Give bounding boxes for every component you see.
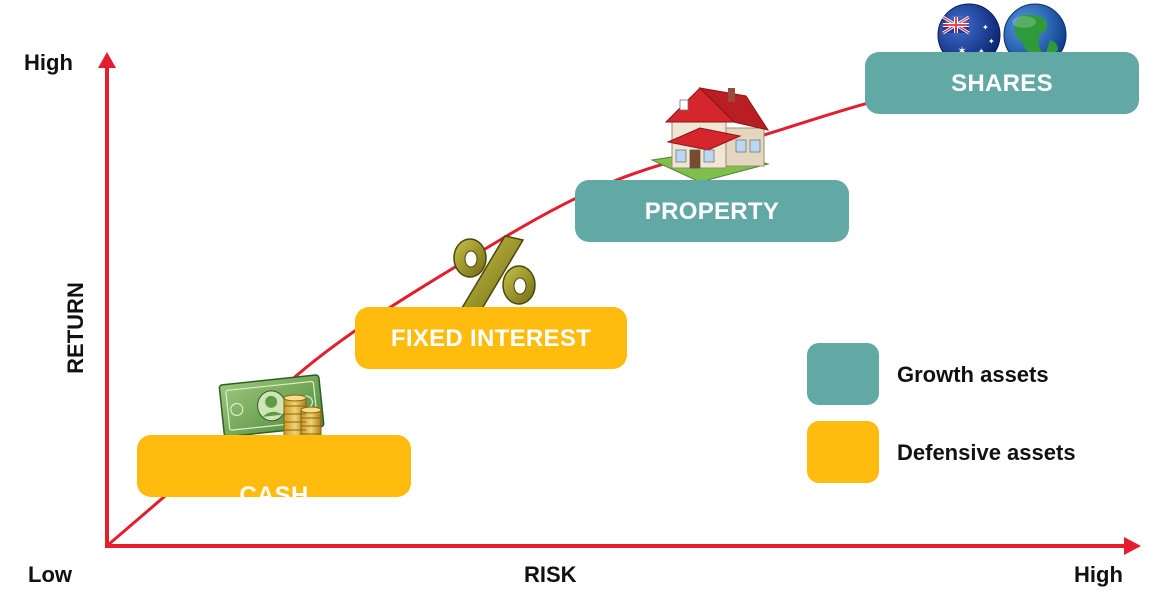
y-axis-arrow-icon <box>98 52 116 68</box>
asset-label-fixed-interest: FIXED INTEREST <box>390 325 592 352</box>
percent-icon <box>453 235 536 313</box>
australia-flag-globe-icon: ✶ ✦ ✦ ✦ <box>937 3 1001 67</box>
asset-label-shares: SHARES <box>951 70 1053 97</box>
svg-text:✦: ✦ <box>978 47 985 56</box>
earth-globe-icon <box>1003 3 1067 67</box>
legend-label-defensive: Defensive assets <box>897 440 1076 465</box>
x-axis-arrow-icon <box>1124 537 1141 555</box>
asset-box-cash: CASH <box>137 435 411 509</box>
asset-box-fixed-interest: FIXED INTEREST <box>355 307 627 369</box>
svg-text:✦: ✦ <box>982 23 989 32</box>
asset-label-property: PROPERTY <box>644 198 780 225</box>
x-axis-high-label: High <box>1074 562 1123 587</box>
y-axis-title: RETURN <box>63 282 88 374</box>
asset-box-property: PROPERTY <box>575 180 849 242</box>
house-icon <box>650 87 770 183</box>
legend-label-growth: Growth assets <box>897 362 1049 387</box>
svg-text:✦: ✦ <box>988 37 995 46</box>
asset-label-cash: CASH <box>239 482 309 509</box>
x-axis-low-label: Low <box>28 562 72 587</box>
x-axis-title: RISK <box>524 562 577 587</box>
y-axis-high-label: High <box>24 50 73 75</box>
asset-box-shares: SHARES <box>865 52 1139 114</box>
legend-swatch-growth <box>807 343 879 405</box>
legend-swatch-defensive <box>807 421 879 483</box>
cash-icon <box>218 374 325 445</box>
svg-text:✶: ✶ <box>957 44 967 58</box>
